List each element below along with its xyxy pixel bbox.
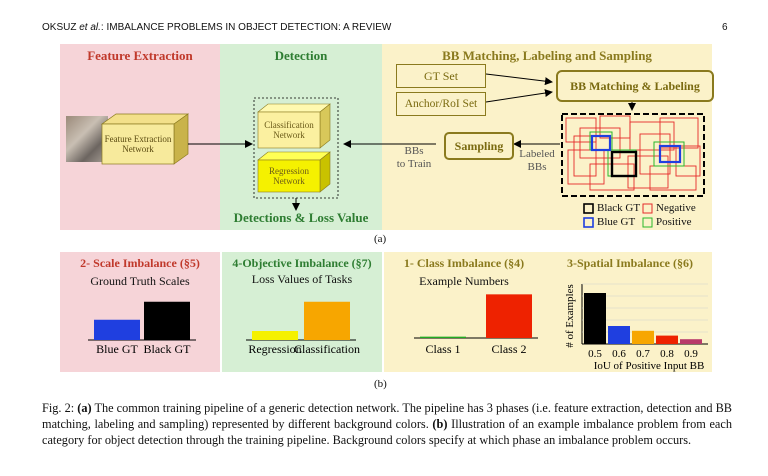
running-head-etal: et al. [79,22,101,33]
gt-set-box: GT Set [396,64,486,88]
caption-fig-label: Fig. 2: [42,401,78,415]
bbs-to-train-line2: to Train [396,158,432,170]
figure-a-label: (a) [374,233,387,245]
spatial-bar-2 [632,330,654,344]
spatial-tick-1: 0.6 [612,348,626,360]
spatial-xlabel: IoU of Positive Input BB [594,360,705,372]
sampling-box: Sampling [444,132,514,160]
class-xlabel-1: Class 2 [491,342,526,356]
spatial-bar-4 [680,339,702,344]
objective-imbalance-title: 4-Objective Imbalance (§7) [232,256,372,270]
class-bar-1 [486,294,532,338]
detection-title: Detection [274,48,328,63]
objective-xlabel-0: Regression [248,342,301,356]
blue-gt-box-2 [658,144,682,164]
scale-imbalance-title: 2- Scale Imbalance (§5) [80,256,200,270]
anchor-roi-set-box: Anchor/RoI Set [396,92,486,116]
feature-network-label: Feature Extraction Network [104,134,172,154]
running-head-authors: OKSUZ [42,22,80,33]
class-bar-0 [420,336,466,338]
running-head: OKSUZ et al.: IMBALANCE PROBLEMS IN OBJE… [42,22,391,33]
legend-black-gt-swatch [583,203,594,214]
labeled-bbs-label: Labeled BBs [515,148,559,174]
black-gt-box [610,150,638,178]
page-number: 6 [722,22,728,33]
class-xlabel-0: Class 1 [425,342,460,356]
spatial-tick-2: 0.7 [636,348,650,360]
class-imbalance-title: 1- Class Imbalance (§4) [403,256,525,270]
input-image [66,116,108,162]
objective-bar-1 [304,301,350,340]
spatial-imbalance-title: 3-Spatial Imbalance (§6) [567,256,693,270]
regression-network-label: Regression Network [269,166,309,186]
scale-subtitle: Ground Truth Scales [90,274,190,288]
bb-matching-title: BB Matching, Labeling and Sampling [442,48,652,63]
caption-a-label: (a) [77,401,92,415]
arrow-anchor-to-matching [485,89,553,103]
regression-box-front [257,159,321,193]
objective-xlabel-1: Classification [294,342,360,356]
caption-a-text: The common training pipeline of a generi… [42,401,732,431]
scale-bar-0 [94,319,140,340]
bbs-to-train-line1: BBs [404,145,424,157]
figure-b-label: (b) [374,378,387,390]
classification-box-front [257,111,321,149]
spatial-bar-1 [608,326,630,344]
legend-positive-swatch [642,217,653,228]
arrow-gt-to-matching [485,73,553,86]
classification-network-label: Classification Network [264,120,314,140]
caption-b-text: Illustration of an example imbalance pro… [42,417,732,447]
labeled-bbs-line2: BBs [527,161,547,173]
running-head-title: : IMBALANCE PROBLEMS IN OBJECT DETECTION… [100,22,392,33]
detections-loss-label: Detections & Loss Value [233,210,369,225]
objective-bar-0 [252,331,298,340]
spatial-bar-0 [584,293,606,344]
figure-caption: Fig. 2: (a) The common training pipeline… [42,400,732,448]
class-subtitle: Example Numbers [419,274,509,288]
legend-negative-swatch [642,203,653,214]
spatial-tick-4: 0.9 [684,348,698,360]
blue-gt-box-1 [590,134,612,152]
feature-extraction-title: Feature Extraction [87,48,193,63]
feature-box-front [101,123,175,165]
pipeline-diagram [100,73,705,228]
objective-subtitle: Loss Values of Tasks [251,272,353,286]
labeled-bbs-line1: Labeled [519,148,555,160]
scale-xlabel-0: Blue GT [96,342,138,356]
class-spatial-panel [384,252,712,372]
legend-blue-gt-swatch [583,217,594,228]
caption-b-label: (b) [432,417,448,431]
legend-negative: Negative [656,202,696,214]
spatial-tick-3: 0.8 [660,348,674,360]
legend-blue-gt: Blue GT [597,216,636,228]
legend-black-gt: Black GT [597,202,641,214]
scale-xlabel-1: Black GT [144,342,192,356]
scale-panel [60,252,220,372]
spatial-tick-0: 0.5 [588,348,602,360]
bb-matching-labeling-box: BB Matching & Labeling [556,70,714,102]
scale-bar-1 [144,301,190,340]
bbs-to-train-label: BBs to Train [394,145,434,171]
objective-panel [222,252,382,372]
spatial-bar-3 [656,335,678,344]
spatial-ylabel: # of Examples [564,284,576,348]
legend-positive: Positive [656,216,692,228]
